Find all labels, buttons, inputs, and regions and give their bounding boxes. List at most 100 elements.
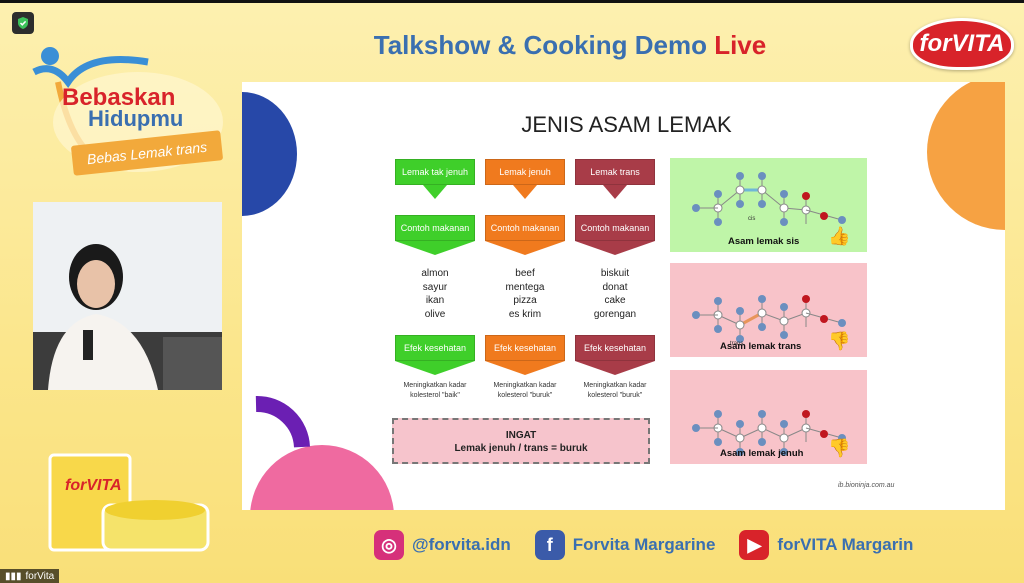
fat-type-header-label: Lemak jenuh (485, 159, 565, 185)
food-item: donat (602, 281, 628, 293)
oxygen-atom (820, 430, 828, 438)
hydrogen-atom (714, 410, 722, 418)
slide-title: JENIS ASAM LEMAK (521, 112, 732, 137)
food-item: gorengan (593, 308, 637, 320)
fat-type-header: Lemak trans (575, 159, 655, 199)
hydrogen-atom (780, 420, 788, 428)
hydrogen-atom (736, 172, 744, 180)
hydrogen-atom (714, 218, 722, 226)
health-effect-text: Meningkatkan kadar kolesterol "buruk" (493, 382, 557, 399)
orange-circle-decoration (927, 82, 1005, 230)
hydrogen-atom (736, 307, 744, 315)
effect-header: Efek kesehatan (575, 335, 655, 375)
effect-header-label: Efek kesehatan (485, 335, 565, 361)
down-arrow-icon (395, 361, 475, 375)
hydrogen-atom (758, 438, 766, 446)
hydrogen-atom (692, 424, 700, 432)
svg-text:forVITA: forVITA (65, 477, 122, 494)
molecule-diagram: trans (670, 263, 867, 357)
example-header: Contoh makanan (575, 215, 655, 255)
food-item: mentega (505, 281, 545, 293)
hydrogen-atom (780, 448, 788, 456)
carbon-atom (757, 308, 767, 318)
hydrogen-atom (714, 438, 722, 446)
fat-type-header: Lemak jenuh (485, 159, 565, 199)
food-item: biskuit (600, 268, 630, 279)
food-item: cake (604, 295, 626, 306)
hydrogen-atom (838, 216, 846, 224)
security-shield-icon[interactable] (12, 12, 34, 34)
hydrogen-atom (736, 335, 744, 343)
signal-icon: ▮▮▮ (5, 570, 22, 582)
blue-semicircle-decoration (242, 92, 297, 216)
hydrogen-atom (780, 303, 788, 311)
food-item: sayur (422, 281, 448, 293)
live-label: Live (714, 30, 767, 60)
food-item: beef (515, 268, 535, 279)
food-item: ikan (425, 295, 445, 306)
social-link-0[interactable]: ◎@forvita.idn (374, 530, 511, 560)
hydrogen-atom (714, 297, 722, 305)
example-header: Contoh makanan (485, 215, 565, 255)
hydrogen-atom (714, 325, 722, 333)
effect-header: Efek kesehatan (485, 335, 565, 375)
food-list: biskuit donat cake gorengan (570, 267, 660, 321)
hydrogen-atom (714, 190, 722, 198)
molecule-diagram: cis (670, 158, 867, 252)
bond-annotation: trans (730, 341, 743, 347)
hydrogen-atom (736, 420, 744, 428)
down-arrow-icon (485, 241, 565, 255)
health-effect-text: Meningkatkan kadar kolesterol "baik" (403, 382, 467, 399)
hydrogen-atom (802, 410, 810, 418)
ingat-text: Lemak jenuh / trans = buruk (454, 443, 588, 454)
participant-name-tag: ▮▮▮forVita (0, 569, 60, 583)
social-handle: @forvita.idn (412, 535, 511, 554)
effect-header-label: Efek kesehatan (395, 335, 475, 361)
thumbs-down-icon: 👎 (828, 438, 851, 458)
hydrogen-atom (692, 204, 700, 212)
thumbs-up-icon: 👍 (828, 226, 851, 246)
youtube-icon: ▶ (739, 530, 770, 560)
molecule-label: Asam lemak sis (728, 236, 800, 247)
food-item: es krim (508, 308, 542, 320)
food-item: almon (421, 268, 449, 279)
stream-title: Talkshow & Cooking Demo Live (0, 30, 1024, 61)
oxygen-atom (820, 212, 828, 220)
social-handle: forVITA Margarin (777, 535, 914, 554)
down-arrow-icon (395, 241, 475, 255)
pink-purple-decoration (250, 396, 394, 510)
campaign-line-1: Bebaskan (62, 84, 176, 111)
fat-type-header-label: Lemak tak jenuh (395, 159, 475, 185)
effect-header: Efek kesehatan (395, 335, 475, 375)
hydrogen-atom (736, 200, 744, 208)
social-handle: Forvita Margarine (572, 535, 716, 554)
hydrogen-atom (692, 311, 700, 319)
social-link-2[interactable]: ▶ forVITA Margarin (739, 530, 913, 560)
down-arrow-icon (485, 361, 565, 375)
hydrogen-atom (736, 448, 744, 456)
down-arrow-icon (575, 241, 655, 255)
carbon-atom (735, 185, 745, 195)
title-text: Talkshow & Cooking Demo (373, 30, 715, 60)
carbon-atom (779, 316, 789, 326)
health-effect-text: Meningkatkan kadar kolesterol "buruk" (583, 382, 647, 399)
carbon-atom (757, 423, 767, 433)
example-header: Contoh makanan (395, 215, 475, 255)
bond-annotation: cis (748, 216, 755, 222)
down-arrow-icon (575, 361, 655, 375)
oxygen-atom (820, 315, 828, 323)
molecule-card: Asam lemak jenuh👎 (670, 370, 867, 469)
fat-type-header-label: Lemak trans (575, 159, 655, 185)
hydrogen-atom (802, 295, 810, 303)
hydrogen-atom (780, 190, 788, 198)
product-image: forVITA (48, 453, 210, 552)
